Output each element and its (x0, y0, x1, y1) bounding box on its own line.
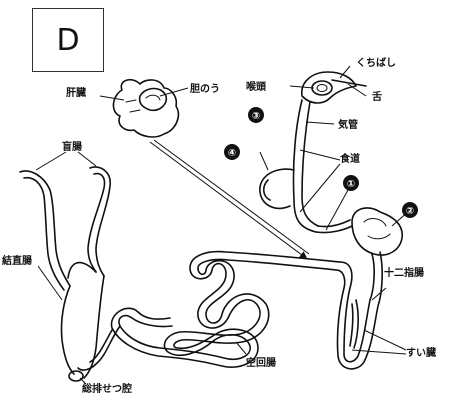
left-cecum-tube (19, 170, 71, 287)
ileum-to-colon (77, 325, 121, 371)
jejunum-ileum-coils-inner (110, 258, 337, 368)
colorectum-tube (60, 275, 105, 379)
left-cecum-tube-inner (23, 176, 65, 291)
panel-letter-box: D (32, 8, 104, 72)
proventriculus-tube (315, 225, 353, 234)
trachea-tube (292, 99, 317, 233)
svg-text:②: ② (406, 206, 414, 217)
trachea-tube-inner (301, 101, 319, 227)
right-cecum-tube (89, 166, 111, 277)
ileum-to-colon-inner (89, 329, 113, 363)
liver-shape (112, 78, 180, 138)
panel-letter: D (56, 22, 80, 58)
label-pancreas: すい臓 (406, 346, 436, 359)
label-liver: 肝臓 (66, 86, 86, 99)
gizzard-shape (351, 207, 403, 256)
marker-2: ② (402, 202, 418, 218)
label-tongue: 舌 (372, 90, 382, 103)
marker-4: ④ (224, 144, 240, 160)
label-gallbladder: 胆のう (190, 83, 220, 95)
cloaca-opening (68, 370, 84, 382)
label-larynx: 喉頭 (246, 80, 267, 93)
duodenum-loop-inner (335, 251, 383, 370)
label-cloaca: 総排せつ腔 (82, 382, 132, 395)
label-colorectum: 結直腸 (2, 254, 32, 267)
pancreas-shape (349, 299, 359, 349)
svg-text:④: ④ (228, 148, 236, 159)
gallbladder-shape (138, 87, 168, 112)
proventriculus-tube-inner (317, 219, 351, 228)
leader-lines (35, 65, 411, 385)
marker-3: ③ (248, 107, 264, 123)
label-esophagus: 食道 (339, 152, 360, 165)
svg-text:③: ③ (252, 111, 260, 122)
marker-1: ① (343, 175, 359, 191)
label-beak: くちばし (356, 56, 396, 69)
svg-text:①: ① (347, 179, 355, 190)
label-jejunum: 空回腸 (246, 356, 276, 369)
crop-shape (259, 168, 295, 210)
label-trachea: 気管 (337, 118, 358, 131)
liver-to-duodenum-arrow (149, 141, 308, 260)
duodenum-loop-outer (339, 253, 375, 363)
right-cecum-tube-inner (87, 172, 106, 273)
liver-to-duodenum-arrow-2 (153, 139, 310, 255)
colorectum-loop (67, 261, 97, 279)
label-duodenum: 十二指腸 (384, 266, 424, 279)
label-cecum: 盲腸 (62, 140, 82, 153)
